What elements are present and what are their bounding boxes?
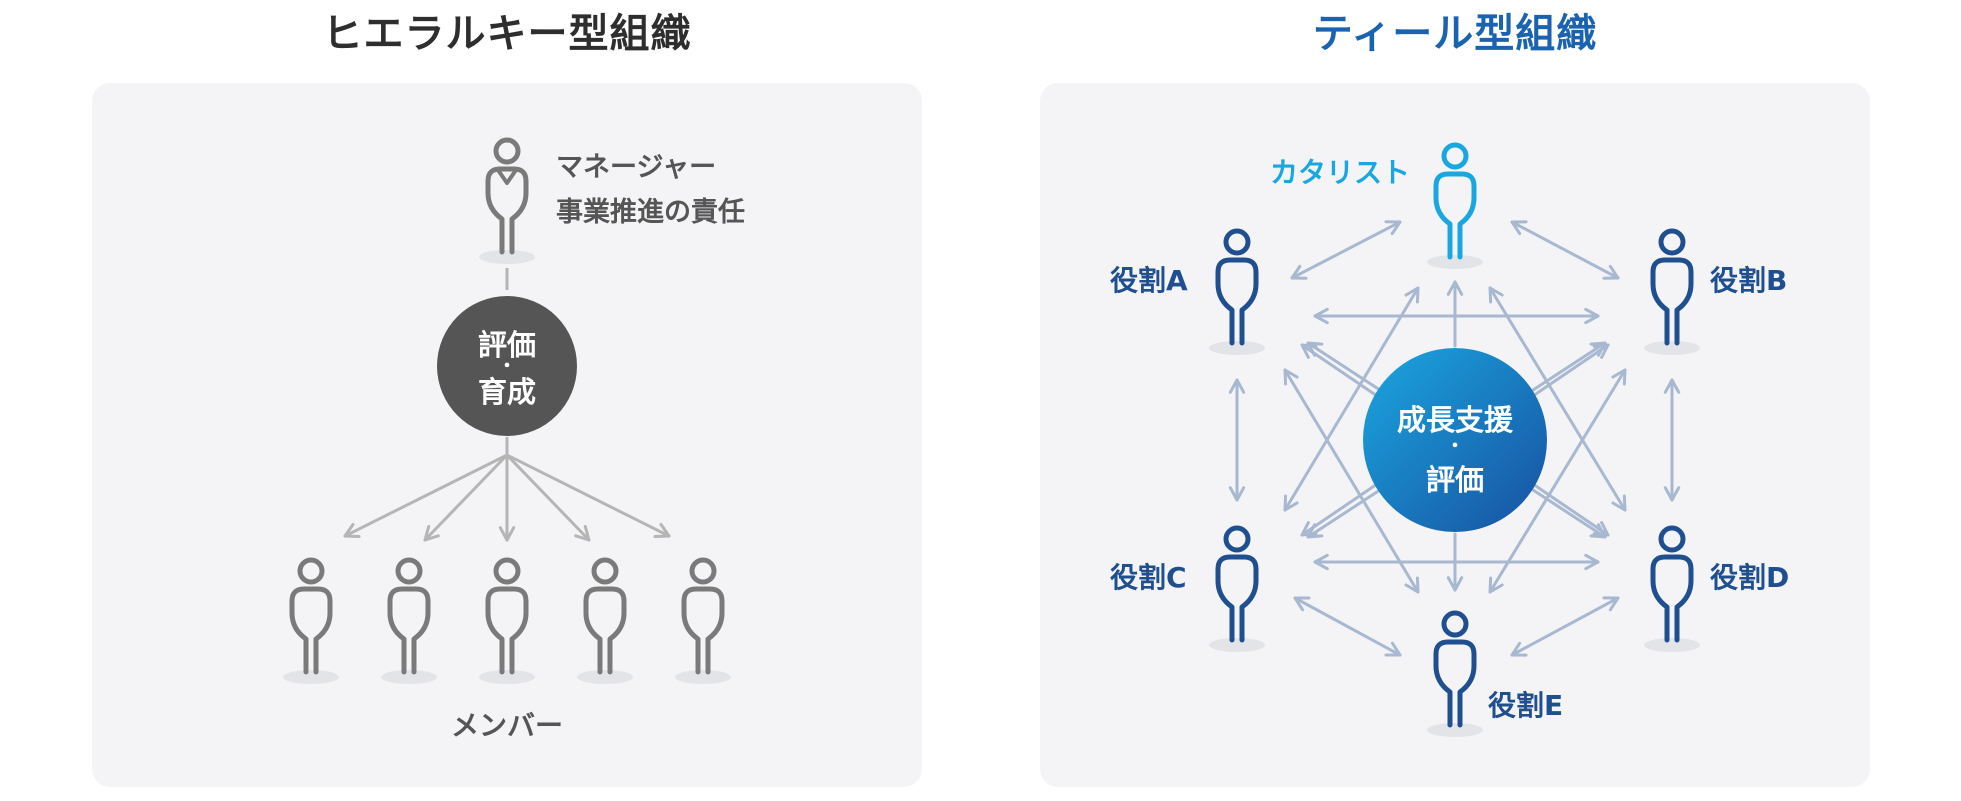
teal-arrow-1-head bbox=[1290, 264, 1308, 280]
teal-hub-line1: 成長支援 bbox=[1397, 403, 1514, 437]
teal-arrow-10-head bbox=[1584, 553, 1600, 571]
role-c-person-icon bbox=[1209, 525, 1265, 652]
member-arrow-4-head bbox=[574, 524, 591, 542]
teal-arrow-1 bbox=[1290, 220, 1402, 280]
teal-arrow-9-head bbox=[1584, 307, 1600, 325]
teal-arrow-7-head bbox=[1446, 280, 1464, 296]
teal-arrow-3-head bbox=[1228, 486, 1246, 502]
teal-arrow-14 bbox=[1488, 368, 1627, 594]
teal-arrow-19 bbox=[1300, 478, 1385, 537]
member-arrows bbox=[343, 453, 671, 542]
teal-arrow-11-head bbox=[1404, 286, 1420, 304]
teal-arrow-7 bbox=[1446, 280, 1464, 348]
teal-hub-line2: 評価 bbox=[1426, 463, 1484, 497]
teal-arrow-18-head bbox=[1592, 343, 1610, 359]
member-arrow-5 bbox=[505, 453, 671, 539]
role-b-person-icon bbox=[1644, 228, 1700, 355]
member-person-icon-5 bbox=[675, 557, 731, 684]
members-label: メンバー bbox=[451, 709, 563, 742]
role-b-label: 役割B bbox=[1710, 264, 1787, 297]
member-person-icon-3 bbox=[479, 557, 535, 684]
teal-arrow-17-head bbox=[1300, 343, 1318, 359]
member-person-icon-1 bbox=[283, 557, 339, 684]
catalyst-label: カタリスト bbox=[1270, 156, 1410, 189]
teal-arrow-13-head bbox=[1404, 576, 1420, 594]
teal-arrow-2 bbox=[1510, 220, 1620, 280]
role-d-label: 役割D bbox=[1710, 561, 1789, 594]
role-e-person-icon bbox=[1427, 610, 1483, 737]
role-c-label: 役割C bbox=[1110, 561, 1187, 594]
hierarchy-title: ヒエラルキー型組織 bbox=[322, 11, 692, 57]
teal-arrow-12-head bbox=[1611, 494, 1627, 512]
teal-hub-dot: ・ bbox=[1446, 436, 1464, 457]
teal-arrow-5 bbox=[1293, 596, 1402, 657]
role-d-person-icon bbox=[1644, 525, 1700, 652]
teal-arrow-18 bbox=[1525, 343, 1610, 402]
teal-arrow-10-tail bbox=[1313, 553, 1329, 571]
member-arrow-2 bbox=[423, 453, 509, 542]
manager-figure bbox=[479, 137, 535, 264]
teal-arrow-9-tail bbox=[1313, 307, 1329, 325]
teal-arrow-1-tail bbox=[1384, 220, 1402, 236]
teal-arrow-10 bbox=[1313, 553, 1600, 571]
member-arrow-1-head bbox=[343, 523, 361, 539]
teal-arrow-2-tail bbox=[1510, 220, 1528, 236]
hub-dot: ・ bbox=[498, 356, 516, 377]
member-arrow-1 bbox=[343, 453, 509, 539]
teal-arrow-5-tail bbox=[1293, 596, 1311, 612]
member-arrow-3 bbox=[498, 453, 516, 542]
teal-arrow-6-head bbox=[1510, 641, 1528, 657]
teal-arrow-5-head bbox=[1384, 641, 1402, 657]
teal-arrow-12-tail bbox=[1488, 286, 1504, 304]
growth-hub-circle bbox=[1363, 348, 1547, 532]
teal-arrow-13 bbox=[1283, 368, 1420, 594]
teal-arrow-4-head bbox=[1663, 486, 1681, 502]
teal-diagram: 成長支援 ・ 評価 カタリスト 役割A 役割B 役割C 役割D 役割E bbox=[1110, 142, 1789, 737]
teal-arrow-20-head bbox=[1592, 521, 1610, 537]
hub-line2: 育成 bbox=[478, 375, 536, 409]
teal-arrow-20 bbox=[1525, 478, 1610, 537]
teal-arrow-2-head bbox=[1602, 264, 1620, 280]
teal-people bbox=[1209, 142, 1700, 737]
teal-arrow-14-head bbox=[1611, 368, 1627, 386]
teal-title: ティール型組織 bbox=[1312, 11, 1598, 57]
teal-arrow-4 bbox=[1663, 378, 1681, 502]
teal-arrow-3-tail bbox=[1228, 378, 1246, 394]
catalyst-person-icon bbox=[1427, 142, 1483, 269]
member-arrow-5-head bbox=[653, 523, 671, 539]
member-person-icon-2 bbox=[381, 557, 437, 684]
hub-line1: 評価 bbox=[478, 328, 536, 362]
role-e-label: 役割E bbox=[1488, 689, 1563, 722]
teal-arrow-14-tail bbox=[1488, 576, 1504, 594]
teal-arrow-17 bbox=[1300, 343, 1385, 402]
teal-arrow-8-head bbox=[1446, 576, 1464, 592]
teal-arrow-11 bbox=[1283, 286, 1420, 512]
member-arrow-4 bbox=[505, 453, 591, 542]
teal-arrow-19-head bbox=[1300, 521, 1318, 537]
manager-person-icon bbox=[479, 137, 535, 264]
evaluation-hub-circle bbox=[437, 296, 577, 436]
teal-arrow-6-tail bbox=[1602, 596, 1620, 612]
hierarchy-diagram: マネージャー 事業推進の責任 評価 ・ 育成 メンバー bbox=[283, 137, 745, 742]
teal-arrow-11-tail bbox=[1283, 494, 1299, 512]
member-person-icon-4 bbox=[577, 557, 633, 684]
members-group bbox=[283, 557, 731, 684]
teal-arrow-3 bbox=[1228, 378, 1246, 502]
teal-arrow-12 bbox=[1488, 286, 1627, 512]
manager-responsibility-label: 事業推進の責任 bbox=[556, 197, 745, 228]
role-a-label: 役割A bbox=[1110, 264, 1188, 297]
teal-arrow-4-tail bbox=[1663, 378, 1681, 394]
manager-role-label: マネージャー bbox=[556, 152, 716, 183]
teal-arrow-9 bbox=[1313, 307, 1600, 325]
member-arrow-3-head bbox=[498, 526, 516, 542]
role-a-person-icon bbox=[1209, 228, 1265, 355]
member-arrow-2-head bbox=[423, 524, 440, 542]
teal-arrow-6 bbox=[1510, 596, 1620, 657]
teal-arrow-13-tail bbox=[1283, 368, 1299, 386]
